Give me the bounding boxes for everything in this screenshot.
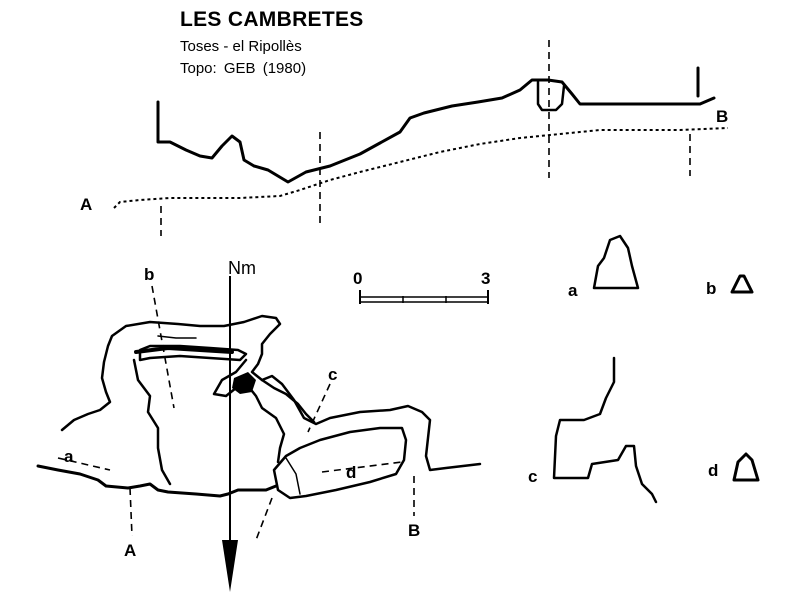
cross-section-c-label: c	[528, 467, 537, 486]
profile-floor-line	[113, 127, 729, 209]
north-label: Nm	[228, 258, 256, 278]
scale-bar-end: 3	[481, 269, 490, 288]
plan-view: a b c d A B	[36, 265, 482, 560]
plan-passage-left-edge	[132, 358, 172, 486]
plan-cut-b	[151, 285, 175, 409]
scale-bar-start: 0	[353, 269, 362, 288]
plan-chamber-detail-2	[157, 335, 197, 339]
survey-location: Toses - el Ripollès	[180, 38, 302, 55]
cross-section-d: d	[708, 452, 760, 482]
plan-cut-a	[57, 457, 111, 471]
plan-wall-left-arm	[60, 314, 316, 432]
plan-profile-cut-mid	[255, 497, 273, 541]
cross-section-b: b	[706, 274, 754, 298]
plan-chamber-detail-1	[285, 457, 301, 495]
plan-inner-chamber	[138, 344, 248, 362]
cross-section-c-outline	[552, 356, 658, 504]
cross-section-d-label: d	[708, 461, 718, 480]
plan-right-chamber	[272, 426, 408, 500]
longitudinal-profile: A B	[80, 40, 728, 236]
north-arrow-head	[222, 540, 238, 592]
cross-section-d-outline	[732, 452, 760, 482]
plan-label-a: a	[64, 447, 74, 466]
plan-cut-d	[321, 461, 403, 473]
plan-label-d: d	[346, 463, 356, 482]
profile-ceiling-line	[156, 78, 716, 184]
plan-rock-blob	[232, 372, 256, 394]
plan-label-A: A	[124, 541, 136, 560]
cross-section-b-outline	[730, 274, 754, 294]
cross-section-b-label: b	[706, 279, 716, 298]
plan-label-B: B	[408, 521, 420, 540]
plan-cut-c	[307, 383, 331, 433]
plan-wall-left	[36, 464, 278, 498]
plan-chamber-ledge	[134, 346, 234, 354]
north-arrow: Nm	[222, 258, 256, 592]
scale-bar-frame	[359, 296, 489, 303]
profile-pit	[536, 80, 566, 112]
survey-title: LES CAMBRETES	[180, 8, 364, 31]
cross-section-c: c	[528, 356, 658, 504]
survey-credit: Topo: GEB (1980)	[180, 60, 307, 77]
plan-label-c: c	[328, 365, 337, 384]
plan-right-branch	[260, 374, 482, 472]
cross-section-a-outline	[592, 234, 640, 290]
profile-label-a: A	[80, 195, 92, 214]
scale-bar: 0 3	[353, 269, 490, 304]
plan-profile-cut-a	[129, 487, 133, 537]
plan-label-b: b	[144, 265, 154, 284]
cross-section-a-label: a	[568, 281, 578, 300]
profile-label-b: B	[716, 107, 728, 126]
cross-section-a: a	[568, 234, 640, 300]
